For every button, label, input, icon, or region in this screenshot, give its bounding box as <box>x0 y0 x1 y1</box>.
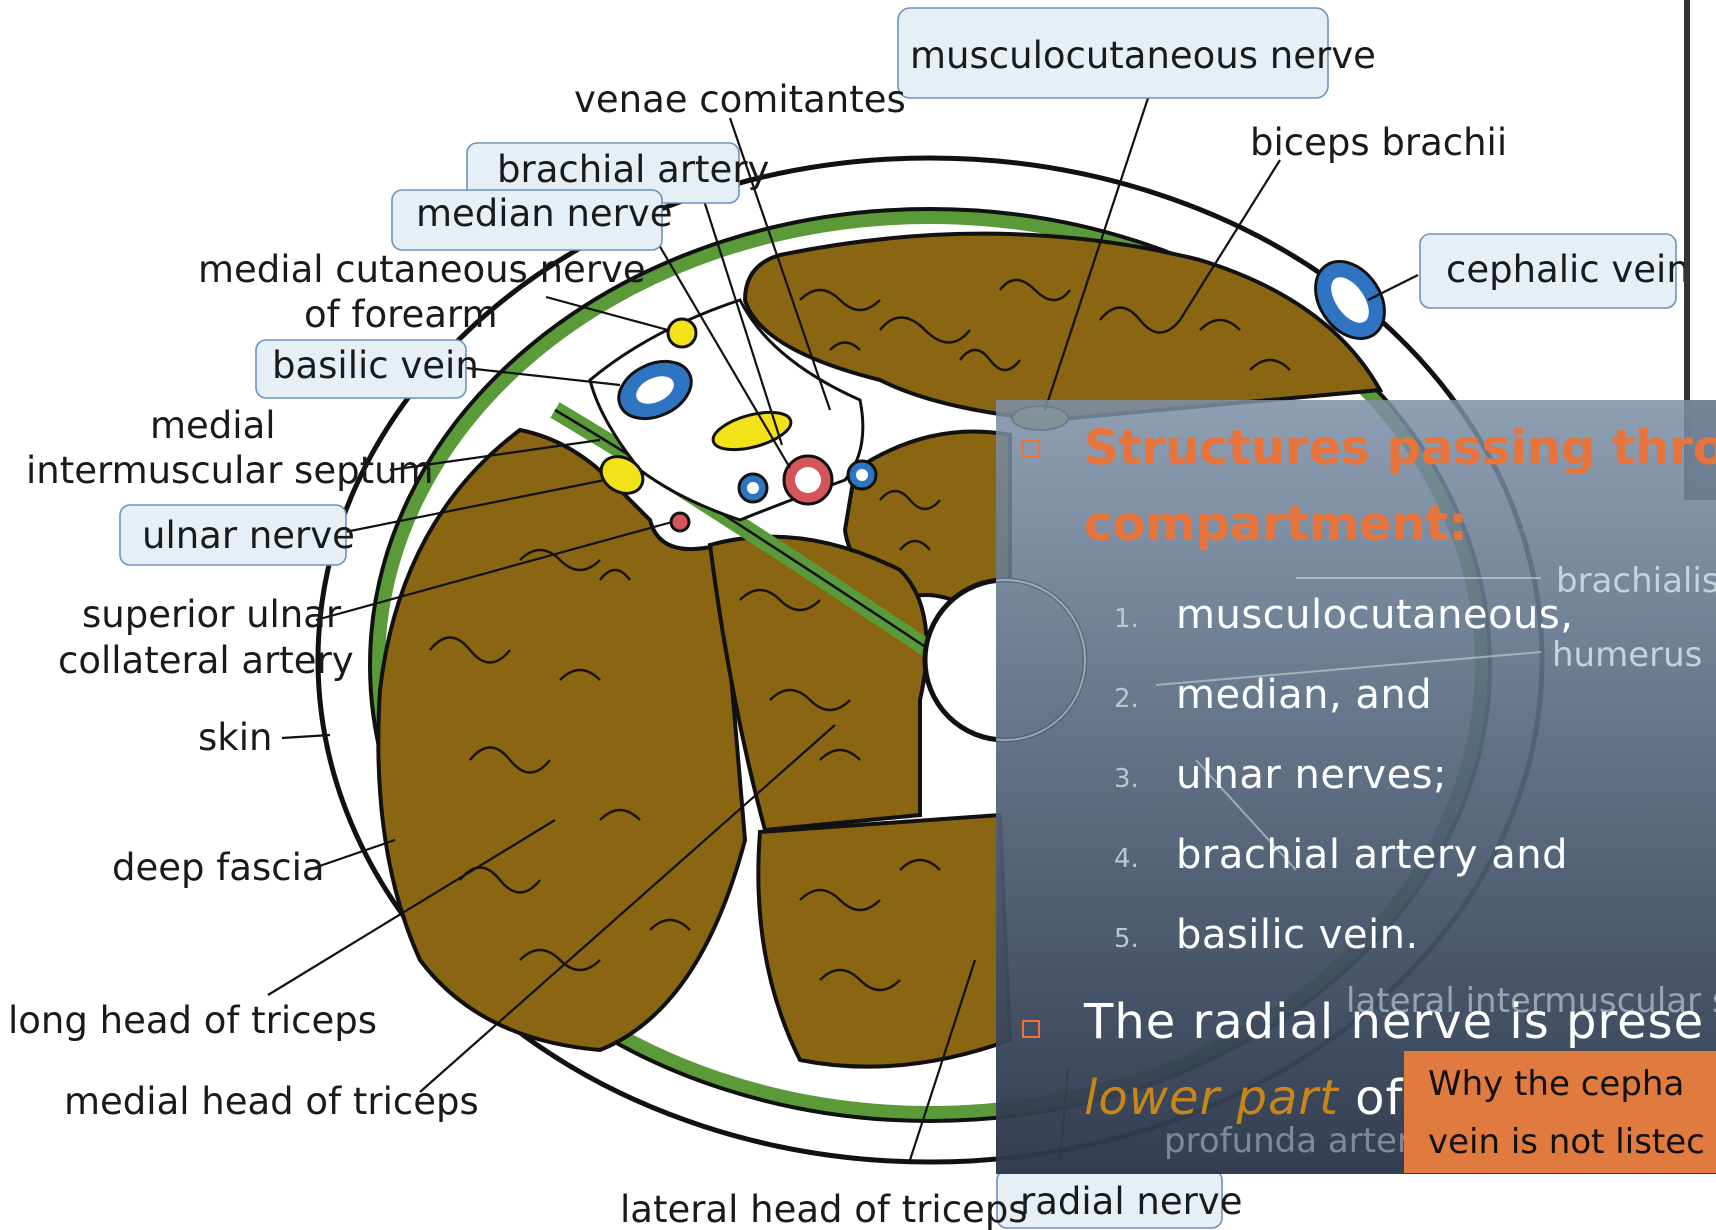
label-medial-head: medial head of triceps <box>64 1080 479 1123</box>
label-cephalic-vein: cephalic vein <box>1446 248 1690 291</box>
question-line2: vein is not listec <box>1428 1113 1716 1171</box>
lateral-head-triceps-muscle <box>758 815 1010 1067</box>
label-long-head: long head of triceps <box>8 999 377 1042</box>
list-item-4: brachial artery and <box>1176 832 1568 878</box>
overlay-label-brachialis: brachialis <box>1556 561 1716 601</box>
label-superior-ulnar-2: collateral artery <box>58 639 354 682</box>
list-number-5: 5. <box>1114 924 1139 954</box>
label-ulnar-nerve: ulnar nerve <box>142 514 355 557</box>
label-medial-septum-1: medial <box>150 404 276 447</box>
label-lateral-head: lateral head of triceps <box>620 1188 1028 1230</box>
label-radial-nerve: radial nerve <box>1020 1180 1242 1223</box>
label-medial-septum-2: intermuscular septum <box>26 449 434 492</box>
label-venae-comitantes: venae comitantes <box>574 78 906 121</box>
radial-nerve-text: The radial nerve is prese <box>1084 994 1704 1050</box>
superior-ulnar-collateral-artery-shape <box>671 513 689 531</box>
label-basilic-vein: basilic vein <box>272 344 479 387</box>
slide-heading-line2: compartment: <box>1084 496 1468 552</box>
label-brachial-artery: brachial artery <box>497 148 769 191</box>
label-median-nerve: median nerve <box>416 192 673 235</box>
list-number-2: 2. <box>1114 684 1139 714</box>
slide-heading-line1: Structures passing throu <box>1084 420 1716 476</box>
label-musculocutaneous-nerve: musculocutaneous nerve <box>910 34 1376 77</box>
label-biceps-brachii: biceps brachii <box>1250 121 1507 164</box>
list-number-4: 4. <box>1114 844 1139 874</box>
overlay-label-profunda-artery: profunda artery <box>1164 1121 1431 1161</box>
question-line1: Why the cepha <box>1428 1055 1716 1113</box>
label-medial-cutaneous-1: medial cutaneous nerve <box>198 248 646 291</box>
list-item-3: ulnar nerves; <box>1176 752 1447 798</box>
of-text: of <box>1339 1070 1404 1126</box>
heading-bullet <box>1022 440 1040 458</box>
label-superior-ulnar-1: superior ulnar <box>82 593 342 636</box>
question-callout: Why the cepha vein is not listec <box>1404 1051 1716 1173</box>
lower-part-emphasis: lower part <box>1084 1070 1339 1126</box>
list-number-3: 3. <box>1114 764 1139 794</box>
label-deep-fascia: deep fascia <box>112 846 325 889</box>
list-item-5: basilic vein. <box>1176 912 1419 958</box>
radial-bullet <box>1022 1020 1040 1038</box>
lower-part-line: lower part of <box>1084 1070 1403 1126</box>
list-number-1: 1. <box>1114 604 1139 634</box>
list-item-2: median, and <box>1176 672 1432 718</box>
label-medial-cutaneous-2: of forearm <box>304 293 498 336</box>
medial-cutaneous-nerve-shape <box>668 319 696 347</box>
list-item-1: musculocutaneous, <box>1176 592 1573 638</box>
label-skin: skin <box>198 716 272 759</box>
overlay-label-humerus: humerus <box>1552 635 1702 675</box>
